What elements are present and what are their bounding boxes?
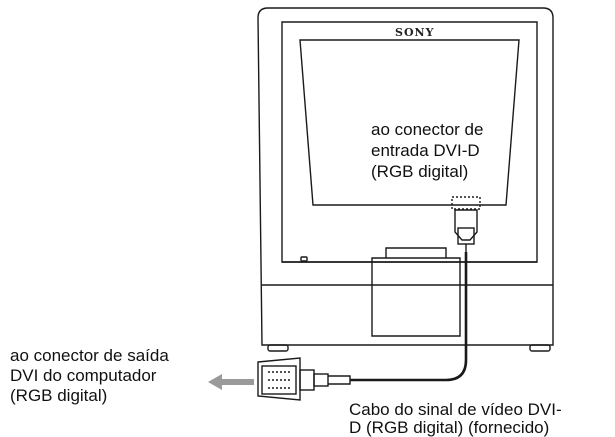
dvi-cable bbox=[350, 252, 468, 382]
cable-label-line-1: Cabo do sinal de vídeo DVI- bbox=[349, 400, 562, 419]
output-connector-label-line-1: ao conector de saída bbox=[10, 346, 169, 365]
cable-label-line-2: D (RGB digital) (fornecido) bbox=[349, 418, 550, 437]
output-connector-label-line-2: DVI do computador bbox=[10, 366, 157, 385]
monitor-dvi-input-port bbox=[451, 196, 481, 210]
dvi-plug-monitor bbox=[454, 209, 478, 241]
input-connector-label-line-2: entrada DVI-D bbox=[371, 141, 480, 160]
dvi-plug-computer bbox=[257, 357, 351, 401]
monitor-foot-left bbox=[267, 344, 289, 352]
arrow-left-icon bbox=[208, 374, 254, 390]
monitor-brand-logo: SONY bbox=[395, 26, 435, 39]
monitor-foot-right bbox=[529, 344, 551, 352]
input-connector-label-line-3: (RGB digital) bbox=[371, 162, 469, 181]
monitor-outer-frame bbox=[257, 7, 554, 346]
input-connector-label-line-1: ao conector de bbox=[371, 120, 484, 139]
power-indicator bbox=[300, 256, 308, 262]
monitor-stand bbox=[371, 257, 461, 337]
monitor-back-panel bbox=[299, 39, 520, 206]
output-connector-label-line-3: (RGB digital) bbox=[10, 386, 108, 405]
